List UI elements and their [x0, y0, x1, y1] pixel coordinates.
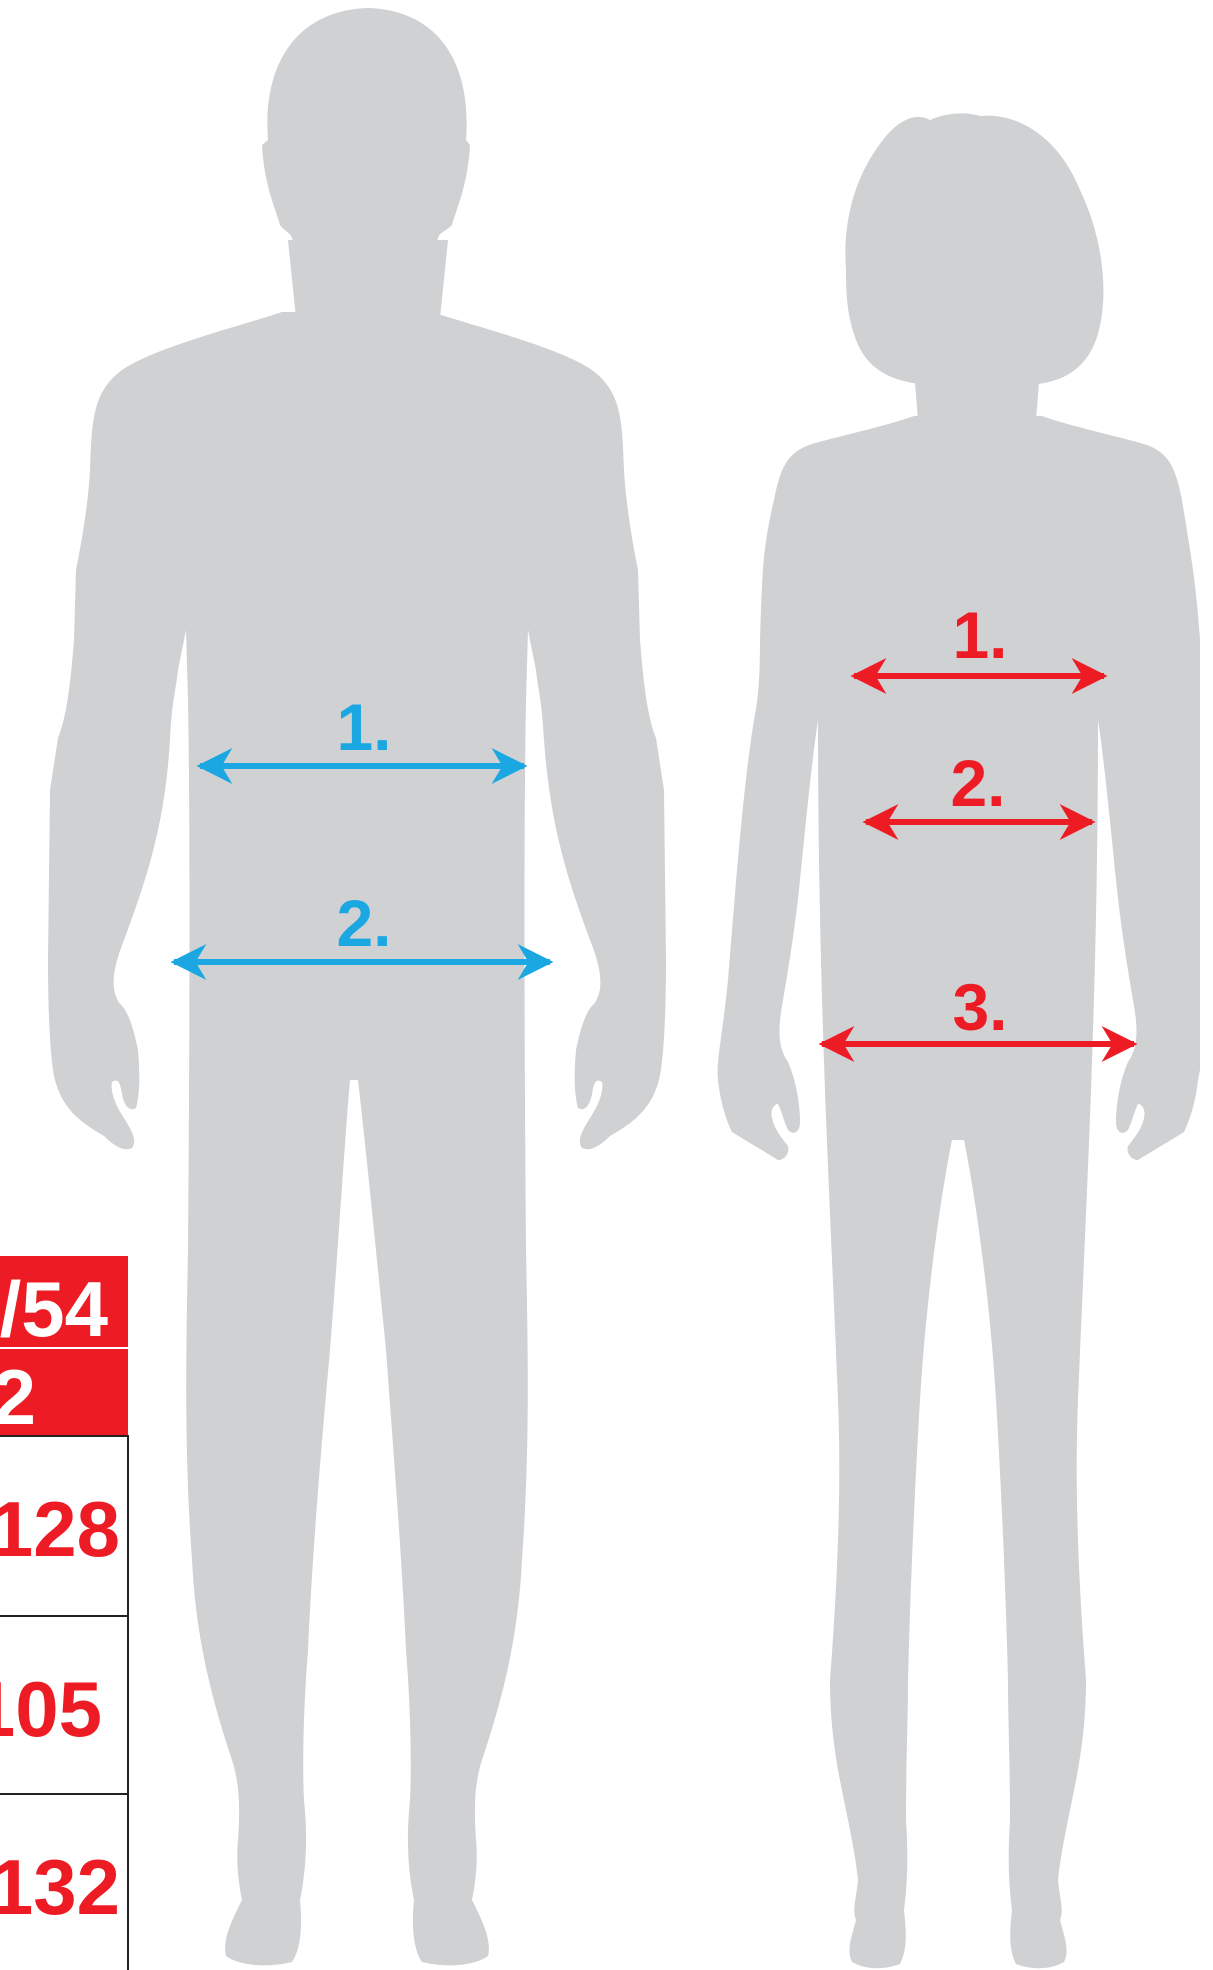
size-table-cell: -132: [0, 1843, 120, 1931]
female-head: [845, 113, 1103, 384]
size-table-cell: 105: [0, 1665, 102, 1753]
male-neck: [288, 240, 448, 318]
size-table-header-size: L/54: [0, 1265, 108, 1353]
male-label-2: 2.: [336, 886, 391, 960]
size-table-cell: -128: [0, 1485, 120, 1573]
male-label-1: 1.: [336, 690, 391, 764]
female-label-2: 2.: [950, 746, 1005, 820]
size-table: L/54 2 -128 105 -132: [0, 1256, 128, 1970]
male-torso: [48, 312, 666, 1965]
female-label-3: 3.: [952, 970, 1007, 1044]
male-silhouette: [48, 8, 666, 1965]
female-label-1: 1.: [952, 598, 1007, 672]
size-table-header-number: 2: [0, 1353, 36, 1441]
female-neck: [914, 370, 1040, 420]
